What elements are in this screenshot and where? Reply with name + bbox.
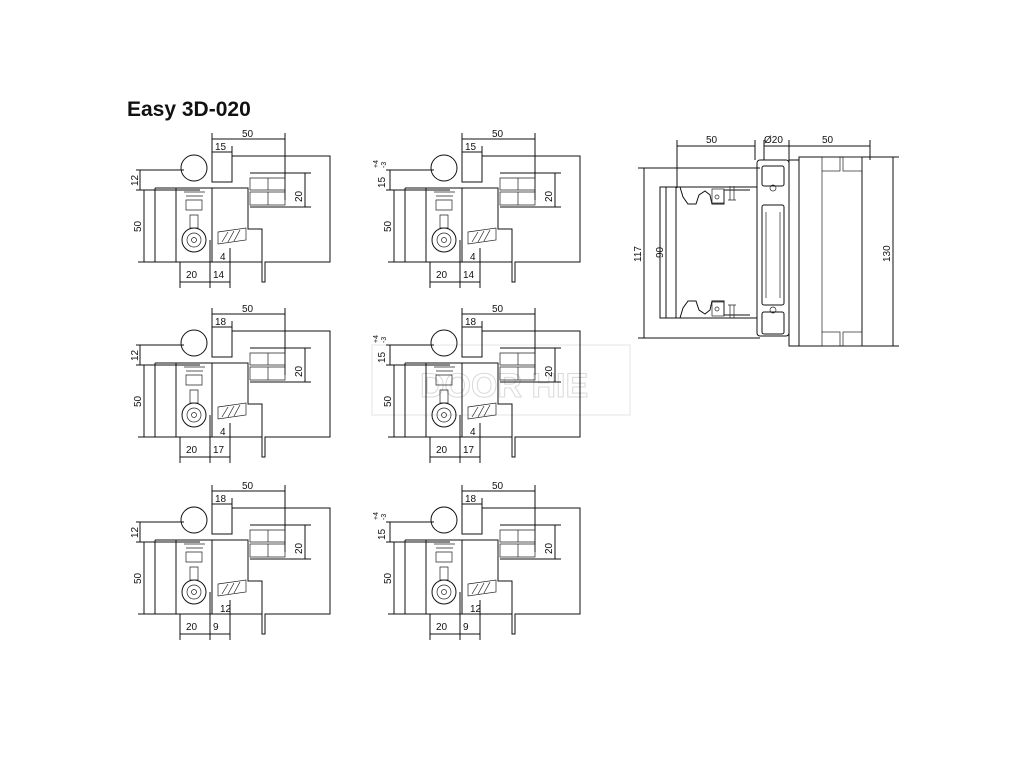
dim-bottom-a: 20 (186, 445, 198, 456)
dim-right-height: 20 (544, 542, 555, 554)
dim-right-height: 20 (294, 542, 305, 554)
dim-left-large: 50 (133, 220, 144, 232)
dim-left-large: 50 (383, 220, 394, 232)
dim-left-small-tolerance-minus: -3 (381, 514, 388, 520)
dim-inset: 12 (470, 604, 482, 615)
dim-top-width: 50 (492, 129, 504, 140)
dim-front-height-right: 130 (882, 245, 893, 262)
dim-right-height: 20 (544, 365, 555, 377)
dim-top-offset: 18 (215, 317, 227, 328)
section-view-2: 50 15 15 +4-3 50 20 20 14 4 (373, 129, 581, 288)
dim-left-large: 50 (383, 395, 394, 407)
dim-inset: 12 (220, 604, 232, 615)
dim-left-small: 15 (377, 351, 388, 363)
dim-top-width: 50 (242, 481, 254, 492)
dim-front-width-left: 50 (706, 135, 718, 146)
drawing-title: Easy 3D-020 (127, 98, 251, 121)
dim-left-large: 50 (133, 572, 144, 584)
dim-top-width: 50 (242, 129, 254, 140)
dim-left-small-tolerance-plus: +4 (373, 335, 380, 343)
dim-left-small: 12 (130, 349, 141, 361)
section-view-3: 50 18 12 50 20 20 17 4 (130, 304, 331, 463)
dim-bottom-a: 20 (436, 622, 448, 633)
dim-left-large: 50 (133, 395, 144, 407)
section-view-1: 50 15 12 50 20 20 14 4 (130, 129, 331, 288)
dim-right-height: 20 (544, 190, 555, 202)
dim-bottom-b: 17 (463, 445, 475, 456)
dim-left-small-tolerance-minus: -3 (381, 162, 388, 168)
dim-bottom-b: 17 (213, 445, 225, 456)
front-view: 50 Ø20 50 117 90 130 (633, 135, 899, 347)
section-view-6: 50 18 15 +4-3 50 20 20 912 (373, 481, 581, 640)
dim-inset: 4 (470, 252, 476, 263)
dim-top-offset: 15 (215, 142, 227, 153)
dim-top-width: 50 (492, 481, 504, 492)
watermark-frame (371, 344, 631, 416)
dim-bottom-a: 20 (436, 270, 448, 281)
dim-top-offset: 18 (465, 494, 477, 505)
dim-inset: 4 (220, 252, 226, 263)
dim-bottom-a: 20 (186, 270, 198, 281)
dim-front-height-outer: 117 (633, 246, 644, 262)
dim-left-small-tolerance-plus: +4 (373, 160, 380, 168)
dim-front-width-right: 50 (822, 135, 834, 146)
dim-inset: 4 (470, 427, 476, 438)
dim-left-small-tolerance-plus: +4 (373, 512, 380, 520)
dim-bottom-a: 20 (436, 445, 448, 456)
dim-top-offset: 15 (465, 142, 477, 153)
dim-left-small-tolerance-minus: -3 (381, 337, 388, 343)
dim-inset: 4 (220, 427, 226, 438)
dim-bottom-b: 14 (463, 270, 475, 281)
dim-right-height: 20 (294, 365, 305, 377)
dim-left-small: 15 (377, 528, 388, 540)
watermark-text: DOOR HIE (420, 367, 588, 405)
dim-top-offset: 18 (215, 494, 227, 505)
section-view-4: 50 18 15 +4-3 50 20 20 17 4 (373, 304, 581, 463)
dim-bottom-a: 20 (186, 622, 198, 633)
dim-bottom-b: 9 (213, 622, 219, 633)
dim-right-height: 20 (294, 190, 305, 202)
dim-front-pin-diameter: Ø20 (764, 135, 783, 146)
dim-bottom-b: 14 (213, 270, 225, 281)
dim-left-large: 50 (383, 572, 394, 584)
dim-top-width: 50 (242, 304, 254, 315)
dim-left-small: 12 (130, 526, 141, 538)
dim-bottom-b: 9 (463, 622, 469, 633)
dim-top-width: 50 (492, 304, 504, 315)
dim-left-small: 15 (377, 176, 388, 188)
dim-left-small: 12 (130, 174, 141, 186)
dim-top-offset: 18 (465, 317, 477, 328)
